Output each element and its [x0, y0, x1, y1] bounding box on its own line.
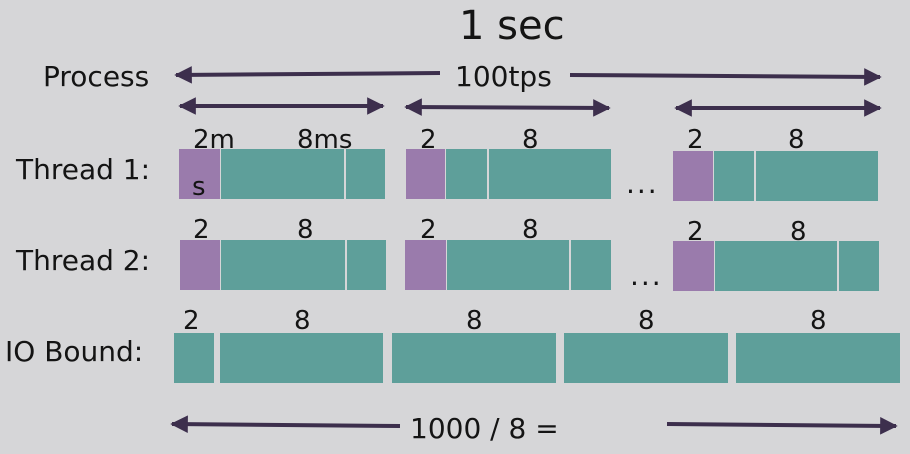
bottom-arrow-right	[666, 417, 898, 435]
thread-2-segment-3-io-block-tail	[839, 241, 879, 291]
thread-1-segment-2-cpu-block	[406, 149, 445, 199]
thread-2-label: Thread 2:	[16, 244, 151, 277]
thread-1-segment-2-cpu-time: 2	[420, 125, 437, 155]
thread-2-segment-1-io-time: 8	[297, 215, 314, 245]
segment-2-arrow	[404, 98, 611, 117]
io-bound-label: IO Bound:	[5, 335, 144, 368]
thread-1-segment-1-cpu-block	[179, 149, 220, 199]
thread-2-segment-1-cpu-block	[180, 240, 220, 290]
thread-1-segment-3-cpu-time: 2	[687, 125, 704, 155]
thread-2-segment-2-io-block	[447, 240, 569, 290]
thread-1-label: Thread 1:	[16, 153, 151, 186]
thread-2-segment-2-cpu-time: 2	[420, 215, 437, 245]
io-bound-cpu-block	[174, 333, 214, 383]
diagram-title: 1 sec	[459, 3, 565, 49]
io-bound-cpu-time: 2	[183, 306, 200, 336]
bottom-arrow-left	[170, 415, 401, 433]
io-bound-io-time-2: 8	[466, 306, 483, 336]
thread-2-segment-3-io-time: 8	[790, 217, 807, 247]
thread-2-segment-3-cpu-block	[673, 241, 714, 291]
thread-2-segment-3-cpu-time: 2	[687, 217, 704, 247]
thread-2-segment-2-cpu-block	[405, 240, 446, 290]
thread-1-segment-2-io-time: 8	[522, 125, 539, 155]
thread-1-segment-1-cpu-unit: s	[192, 172, 206, 202]
thread-1-segment-1-io-block-tail	[346, 149, 385, 199]
io-bound-io-block-1	[220, 333, 383, 383]
thread-1-segment-1-cpu-time: 2m	[193, 125, 235, 155]
thread-1-segment-3-io-block-head	[714, 151, 754, 201]
thread-1-ellipsis: ...	[626, 167, 659, 200]
thread-1-segment-1-io-block	[221, 149, 344, 199]
thread-2-segment-1-io-block	[221, 240, 345, 290]
io-bound-io-time-3: 8	[638, 306, 655, 336]
io-bound-io-block-4	[736, 333, 900, 383]
thread-1-segment-2-io-block-head	[446, 149, 487, 199]
thread-1-segment-3-io-time: 8	[788, 125, 805, 155]
thread-2-segment-3-io-block	[715, 241, 837, 291]
process-rate: 100tps	[455, 60, 552, 93]
thread-2-ellipsis: ...	[630, 259, 663, 292]
process-label: Process	[43, 60, 150, 93]
process-arrow-right	[569, 68, 882, 86]
thread-2-segment-2-io-time: 8	[522, 215, 539, 245]
io-bound-io-block-2	[392, 333, 556, 383]
io-bound-io-time-1: 8	[294, 306, 311, 336]
io-bound-io-block-3	[564, 333, 728, 383]
thread-1-segment-3-cpu-block	[673, 151, 713, 201]
thread-1-segment-3-io-block	[756, 151, 878, 201]
io-bound-io-time-4: 8	[810, 306, 827, 336]
thread-2-segment-1-cpu-time: 2	[193, 215, 210, 245]
thread-2-segment-2-io-block-tail	[571, 240, 611, 290]
bottom-formula: 1000 / 8 =	[410, 412, 559, 445]
thread-2-segment-1-io-block-tail	[347, 240, 386, 290]
thread-1-segment-2-io-block	[489, 149, 611, 199]
thread-1-segment-1-io-time: 8ms	[297, 125, 353, 155]
process-arrow-left	[174, 66, 441, 84]
